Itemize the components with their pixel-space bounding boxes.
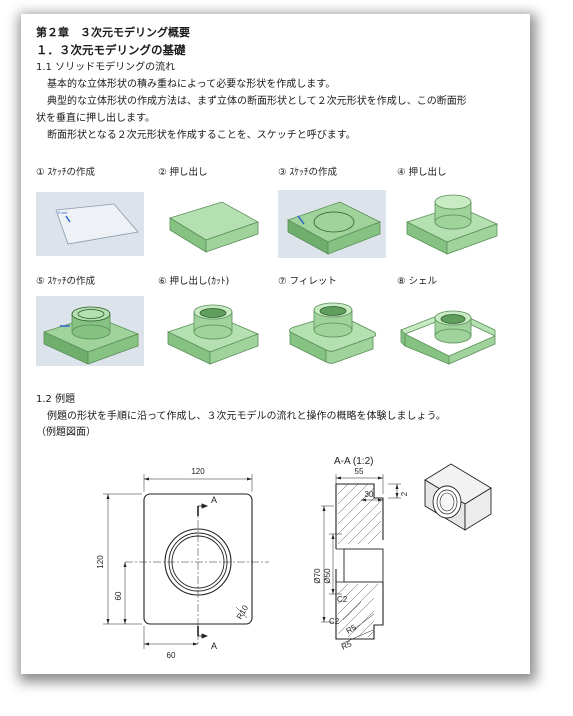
svg-text:Front: Front xyxy=(58,210,68,215)
section-marker-bottom: A xyxy=(211,641,217,651)
dim-60-bottom: 60 xyxy=(167,651,176,660)
dim-60-side: 60 xyxy=(114,591,123,600)
step-7-fillet-image xyxy=(289,302,377,364)
step-2-label: ② 押し出し xyxy=(158,167,208,178)
subsection-1-2-title: 1.2 例題 xyxy=(36,394,76,405)
step-3-label: ③ ｽｹｯﾁの作成 xyxy=(278,167,338,178)
step-8-label: ⑧ シェル xyxy=(397,276,438,287)
fillet-r5-lower: R5 xyxy=(340,639,354,652)
step-3-sketch-image xyxy=(278,190,386,258)
paragraph-example: 例題の形状を手順に沿って作成し、３次元モデルの流れと操作の概略を体験しましょう。 xyxy=(47,411,446,422)
paragraph-2a: 典型的な立体形状の作成方法は、まず立体の断面形状として２次元形状を作成し、この断… xyxy=(47,96,467,107)
dim-dia-70: Ø70 xyxy=(313,568,322,584)
section-marker-top: A xyxy=(211,495,217,505)
step-5-label: ⑤ ｽｹｯﾁの作成 xyxy=(36,276,96,287)
step-7-label: ⑦ フィレット xyxy=(278,276,337,287)
dim-55: 55 xyxy=(355,467,364,476)
step-2-extrude-image xyxy=(169,201,259,253)
subsection-1-1-title: 1.1 ソリッドモデリングの流れ xyxy=(36,62,176,73)
step-5-sketch-image xyxy=(36,296,144,366)
section-view-title: A-A (1:2) xyxy=(334,456,373,467)
paragraph-1: 基本的な立体形状の積み重ねによって必要な形状を作成します。 xyxy=(47,79,336,90)
step-8-shell-image xyxy=(400,310,496,365)
step-1-label: ① ｽｹｯﾁの作成 xyxy=(36,167,96,178)
step-4-extrude-image xyxy=(405,194,499,255)
dim-width-120: 120 xyxy=(191,467,205,476)
step-6-label: ⑥ 押し出し(ｶｯﾄ) xyxy=(158,276,230,287)
dim-radius-r10: R10 xyxy=(235,603,250,621)
dim-30: 30 xyxy=(365,490,374,499)
step-1-sketch-image: Front xyxy=(36,192,144,256)
paragraph-3: 断面形状となる２次元形状を作成することを、スケッチと呼びます。 xyxy=(47,130,356,141)
dim-height-120: 120 xyxy=(96,555,105,569)
dim-2: 2 xyxy=(400,491,409,496)
dim-dia-50: Ø50 xyxy=(323,568,332,584)
drawing-caption: （例題図面） xyxy=(36,427,96,438)
section-title: １．３次元モデリングの基礎 xyxy=(36,43,186,57)
step-6-cut-image xyxy=(166,304,260,365)
paragraph-2b: 状を垂直に押し出します。 xyxy=(36,113,155,124)
step-4-label: ④ 押し出し xyxy=(397,167,447,178)
document-page: 第２章 ３次元モデリング概要 １．３次元モデリングの基礎 1.1 ソリッドモデリ… xyxy=(21,14,530,674)
chamfer-c2-outer: C2 xyxy=(329,617,340,626)
chapter-title: 第２章 ３次元モデリング概要 xyxy=(36,26,190,39)
example-drawing: 120 120 60 60 A A R10 A-A (1:2) 55 30 2 … xyxy=(96,456,492,660)
fillet-r5-upper: R5 xyxy=(345,623,359,636)
chamfer-c2-inner: C2 xyxy=(337,595,348,604)
